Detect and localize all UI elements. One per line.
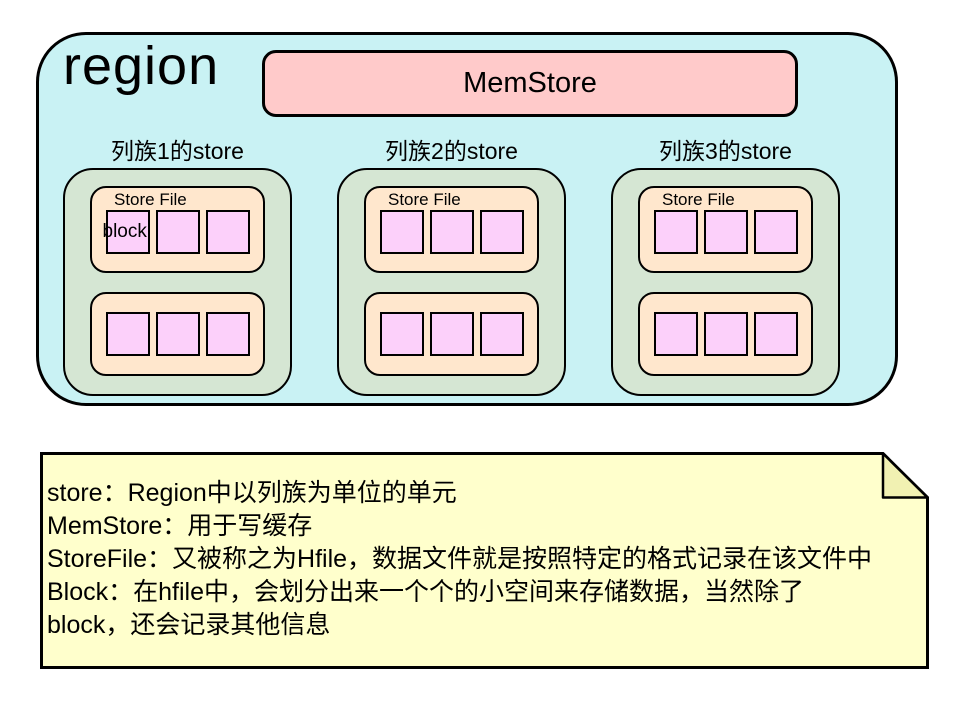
block-cell xyxy=(703,312,748,356)
block-cell xyxy=(653,210,698,254)
store-column-3-label: 列族3的store xyxy=(659,138,792,164)
block-cell xyxy=(479,312,524,356)
block-row: block xyxy=(92,210,263,254)
storefile-box: Store File block xyxy=(90,186,265,273)
block-cell xyxy=(155,312,200,356)
store-column-3: 列族3的store Store File xyxy=(611,138,840,396)
store-column-2: 列族2的store Store File xyxy=(337,138,566,396)
store-columns: 列族1的store Store File block xyxy=(63,138,840,396)
block-cell xyxy=(703,210,748,254)
note-line-5: block，还会记录其他信息 xyxy=(47,611,331,639)
storefile-label: Store File xyxy=(114,190,187,209)
note-line-3: StoreFile：又被称之为Hfile，数据文件就是按照特定的格式记录在该文件… xyxy=(47,545,873,573)
note-text: store：Region中以列族为单位的单元 MemStore：用于写缓存 St… xyxy=(47,477,922,642)
block-label: block xyxy=(102,221,147,242)
region-label: region xyxy=(63,36,220,96)
storefile-box xyxy=(90,292,265,376)
block-row xyxy=(379,312,524,356)
region-box: region MemStore 列族1的store Store File blo… xyxy=(36,32,898,406)
block-row xyxy=(653,312,798,356)
store-box-3: Store File xyxy=(611,168,840,396)
block-cell xyxy=(379,210,424,254)
block-cell xyxy=(429,210,474,254)
block-cell xyxy=(753,312,798,356)
note: store：Region中以列族为单位的单元 MemStore：用于写缓存 St… xyxy=(40,452,929,669)
block-cell xyxy=(205,210,250,254)
store-box-2: Store File xyxy=(337,168,566,396)
block-cell xyxy=(105,312,150,356)
block-cell: block xyxy=(102,210,150,254)
storefile-label: Store File xyxy=(388,190,461,209)
block-cell xyxy=(479,210,524,254)
memstore-box: MemStore xyxy=(262,50,798,117)
block-row xyxy=(366,210,537,254)
memstore-label: MemStore xyxy=(463,67,597,99)
storefile-box xyxy=(638,292,813,376)
store-column-2-label: 列族2的store xyxy=(385,138,518,164)
note-shape xyxy=(40,452,929,669)
note-line-2: MemStore：用于写缓存 xyxy=(47,512,313,540)
note-line-4: Block：在hfile中，会划分出来一个个的小空间来存储数据，当然除了 xyxy=(47,578,804,606)
block-cell xyxy=(429,312,474,356)
block-cell xyxy=(753,210,798,254)
storefile-box: Store File xyxy=(638,186,813,273)
storefile-label: Store File xyxy=(662,190,735,209)
block-cell xyxy=(155,210,200,254)
block-row xyxy=(640,210,811,254)
note-fold-corner xyxy=(881,452,929,499)
note-line-1: store：Region中以列族为单位的单元 xyxy=(47,479,457,507)
block-row xyxy=(105,312,250,356)
store-box-1: Store File block xyxy=(63,168,292,396)
store-column-1: 列族1的store Store File block xyxy=(63,138,292,396)
storefile-box xyxy=(364,292,539,376)
block-cell xyxy=(653,312,698,356)
block-cell xyxy=(379,312,424,356)
storefile-box: Store File xyxy=(364,186,539,273)
store-column-1-label: 列族1的store xyxy=(111,138,244,164)
block-cell xyxy=(205,312,250,356)
